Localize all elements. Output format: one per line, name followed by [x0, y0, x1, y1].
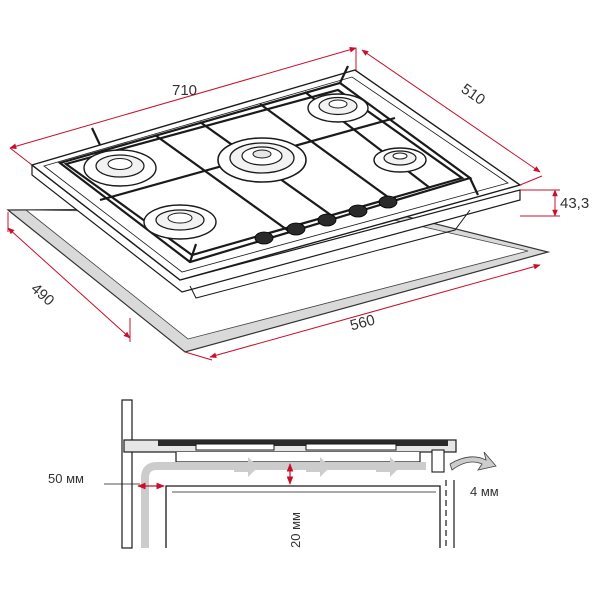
- airflow-channel: [141, 462, 426, 548]
- dimension-depth: [361, 49, 543, 186]
- dimension-width: [9, 47, 357, 166]
- hob-glass-top: [158, 440, 448, 446]
- control-knobs: [254, 195, 398, 245]
- dimension-cutout-depth: [7, 212, 131, 342]
- burner-rear-left: [83, 149, 157, 187]
- arrow-right-icon: [376, 457, 400, 477]
- arrow-right-icon: [306, 457, 330, 477]
- burner-front-left: [143, 204, 217, 240]
- knob-icon: [286, 222, 306, 236]
- vertical-gap-label: 20 мм: [288, 512, 303, 548]
- arrow-right-icon: [234, 457, 258, 477]
- hob-rear-bracket: [431, 449, 445, 473]
- cutout-width-label: 560: [348, 311, 377, 334]
- installation-section-view: 50 мм 20 мм 4 мм: [48, 399, 499, 549]
- hob-left-section: [195, 443, 275, 451]
- dimension-height: [520, 189, 560, 217]
- burner-front-right: [373, 147, 427, 173]
- airflow-exit-arrow-icon: [449, 451, 497, 471]
- cutout-depth-label: 490: [27, 280, 57, 309]
- depth-label: 510: [458, 80, 488, 108]
- cabinet-side-wall: [121, 399, 133, 549]
- knob-icon: [317, 213, 337, 227]
- burner-rear-right: [307, 93, 369, 123]
- knob-icon: [348, 204, 368, 218]
- height-label: 43,3: [560, 195, 589, 212]
- dimension-cutout-width: [184, 263, 541, 361]
- hob-right-section: [305, 443, 397, 451]
- rear-gap-label: 4 мм: [470, 484, 499, 499]
- knob-icon: [378, 195, 398, 209]
- side-gap-label: 50 мм: [48, 471, 84, 486]
- hob-isometric-view: 710 510 43,3 490 560: [6, 47, 589, 361]
- airflow-arrows: [234, 457, 400, 477]
- cabinet-shelf: [165, 485, 441, 548]
- knob-icon: [254, 231, 274, 245]
- hob-body-section: [175, 452, 421, 463]
- width-label: 710: [172, 82, 197, 99]
- burner-center-wok: [217, 137, 307, 183]
